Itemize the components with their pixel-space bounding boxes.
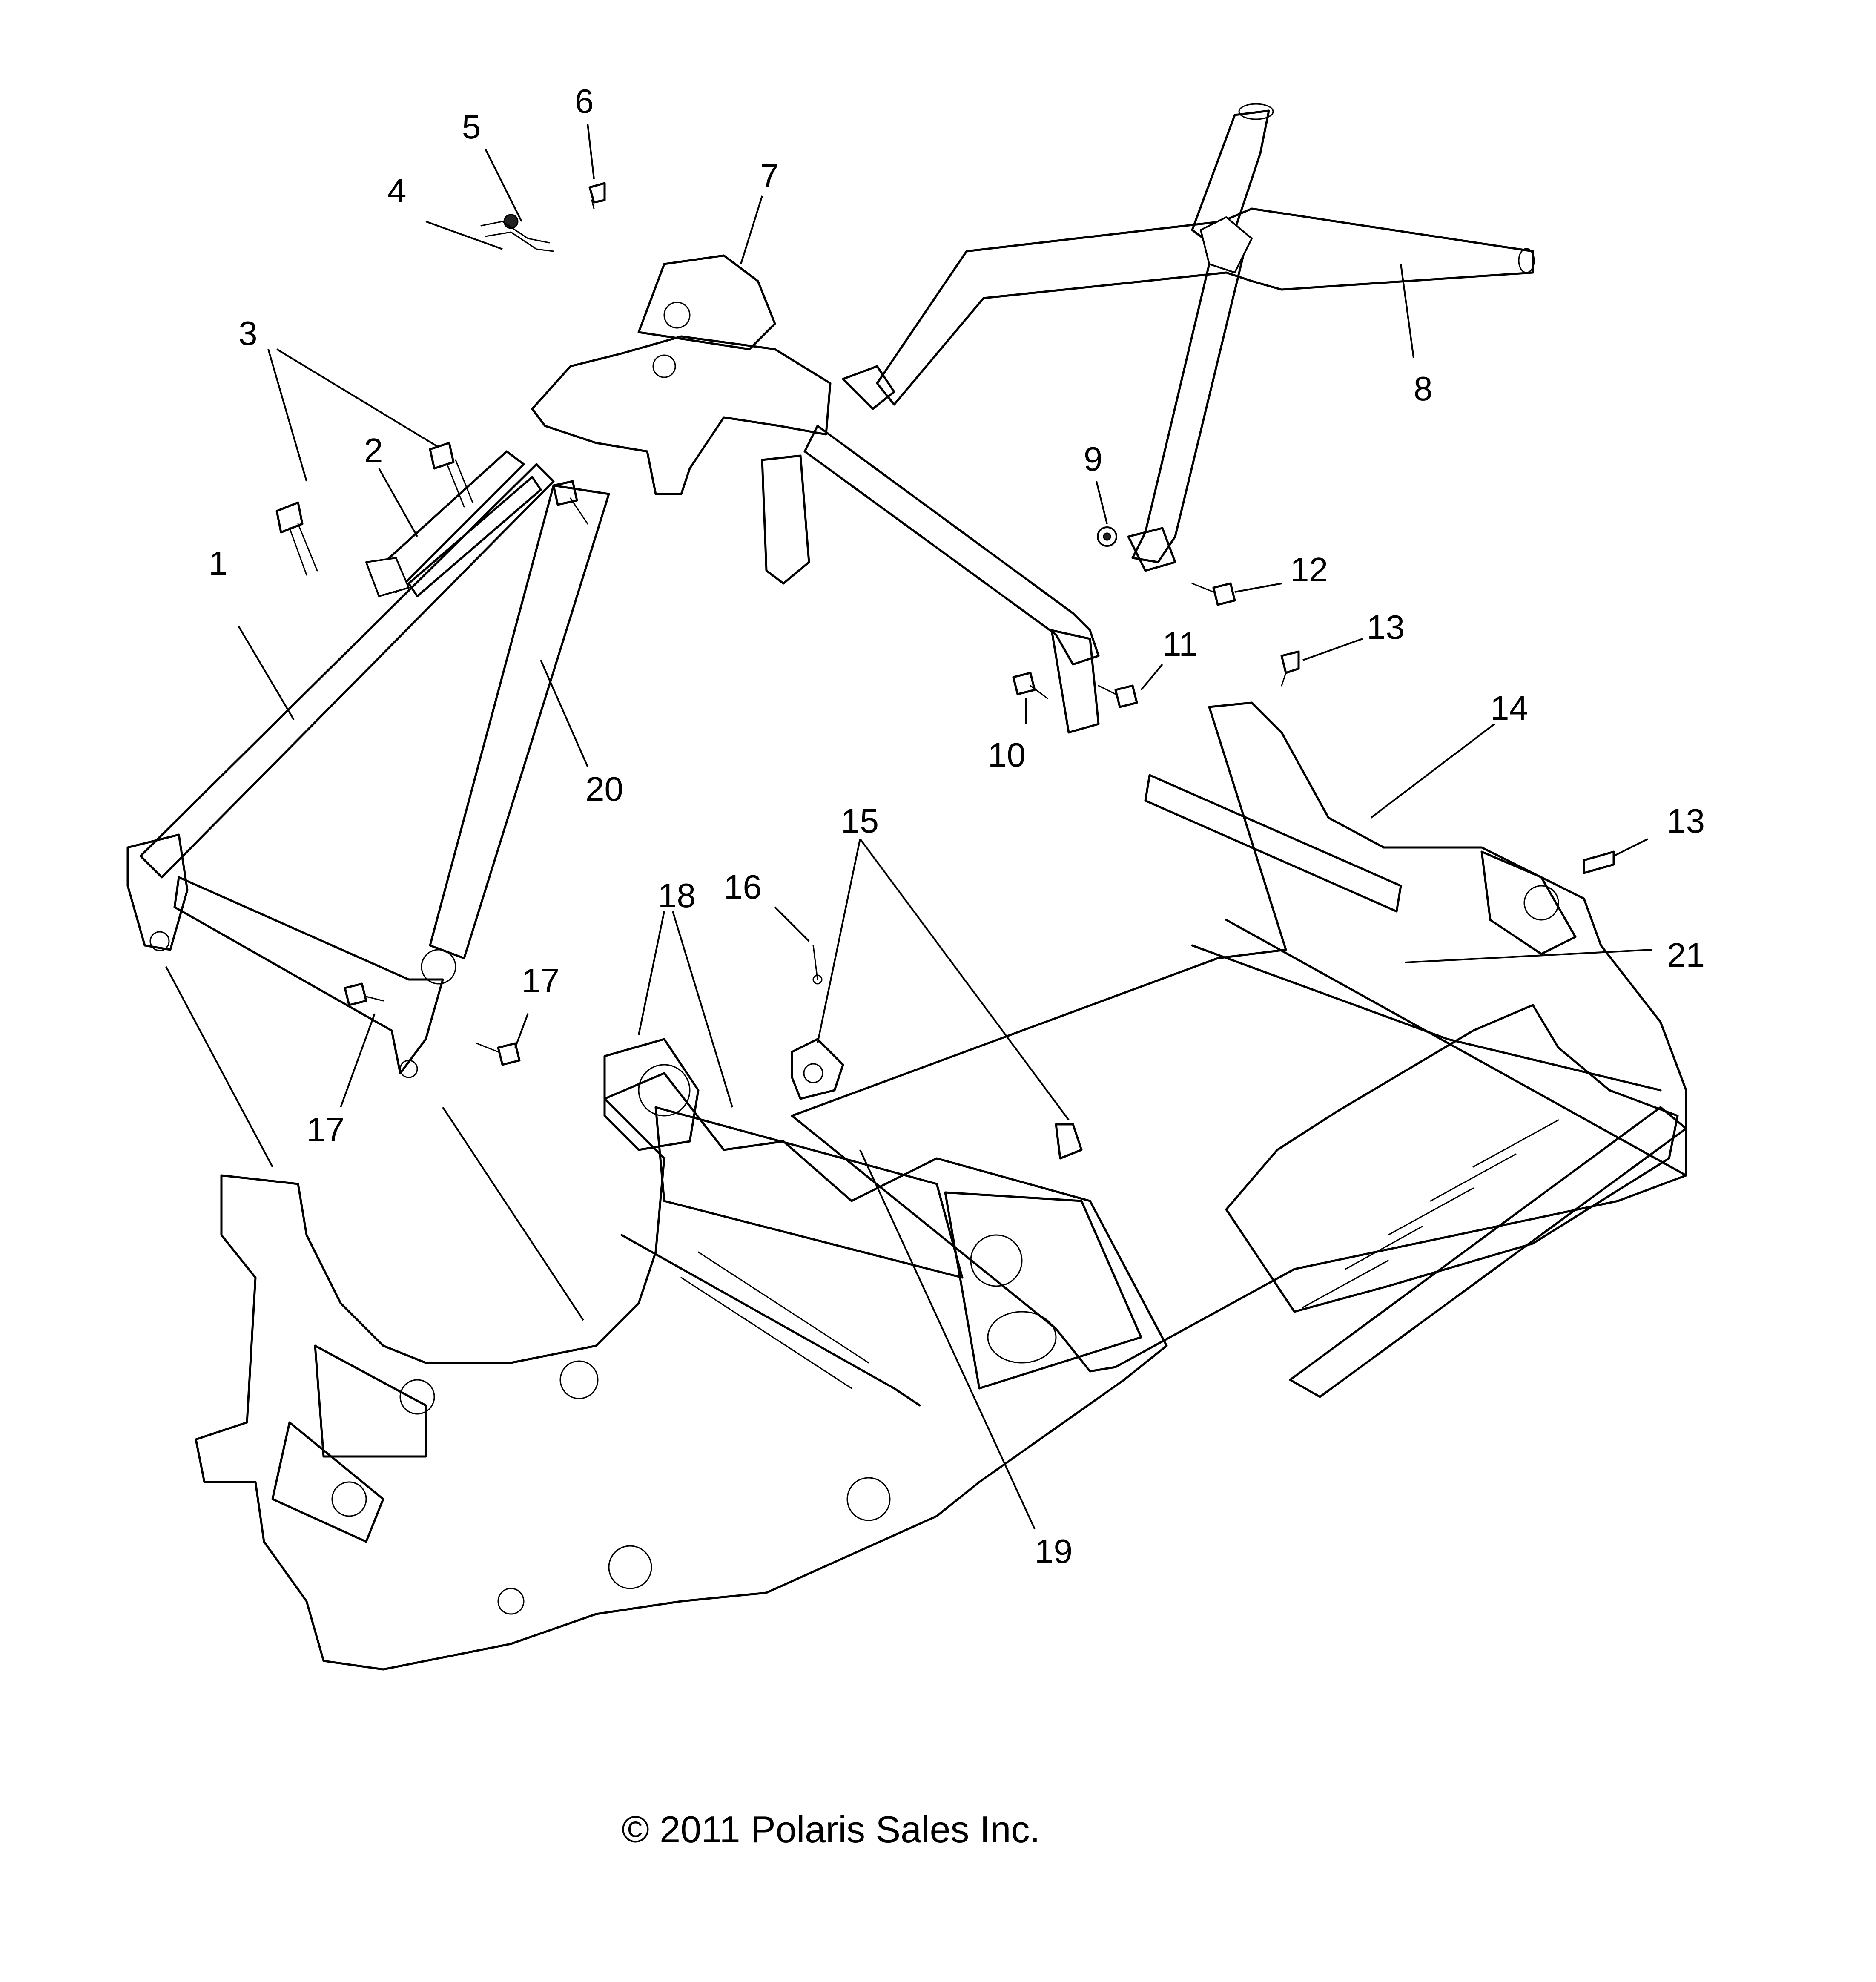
callout-17-left: 17 [307,1111,344,1149]
callout-15: 15 [841,802,879,840]
callout-11: 11 [1162,625,1198,663]
callout-7: 7 [760,157,779,195]
part-5-clip [480,221,554,252]
callout-8: 8 [1414,370,1433,408]
callout-5: 5 [462,108,481,146]
part-11-bolt [1098,684,1138,708]
part-17-bolts [344,982,521,1066]
callout-17-right: 17 [522,962,559,1000]
callout-numbers: 1 2 3 4 5 6 7 8 9 10 11 12 13 13 14 15 1… [209,82,1705,1570]
running-board [1225,1004,1687,1398]
part-4-nut [503,214,519,229]
part-10-bolt [1012,672,1048,699]
callout-12: 12 [1290,551,1328,589]
callout-2: 2 [364,431,383,469]
callout-9: 9 [1084,440,1103,478]
callout-14: 14 [1490,689,1528,727]
part-7-steering-support [531,254,1100,734]
part-14-tunnel [791,701,1687,1373]
callout-13-lower: 13 [1667,802,1705,840]
callout-21: 21 [1667,936,1705,974]
callout-4: 4 [387,172,407,210]
callout-16: 16 [724,868,762,906]
part-8-handlebar [842,103,1535,572]
part-6-pin [588,182,606,210]
callout-20: 20 [585,770,623,808]
part-12-bolt [1191,582,1236,606]
copyright-notice: © 2011 Polaris Sales Inc. [622,1808,1040,1850]
callout-1: 1 [209,544,228,582]
part-15-brackets [791,1038,1083,1160]
leader-lines [165,123,1652,1529]
part-3-bolts [275,442,588,576]
part-9-nut [1097,526,1117,547]
callout-19: 19 [1035,1532,1073,1570]
part-1-frame-tube [126,463,610,1078]
callout-18: 18 [658,876,696,914]
part-13-fasteners [1280,650,1615,874]
part-16-screw [812,945,823,985]
callout-6: 6 [575,82,594,120]
part-2-strap [365,450,542,597]
callout-3: 3 [238,314,258,352]
callout-10: 10 [988,736,1026,774]
callout-13-upper: 13 [1367,608,1405,646]
chassis-bulkhead [195,1038,1168,1671]
